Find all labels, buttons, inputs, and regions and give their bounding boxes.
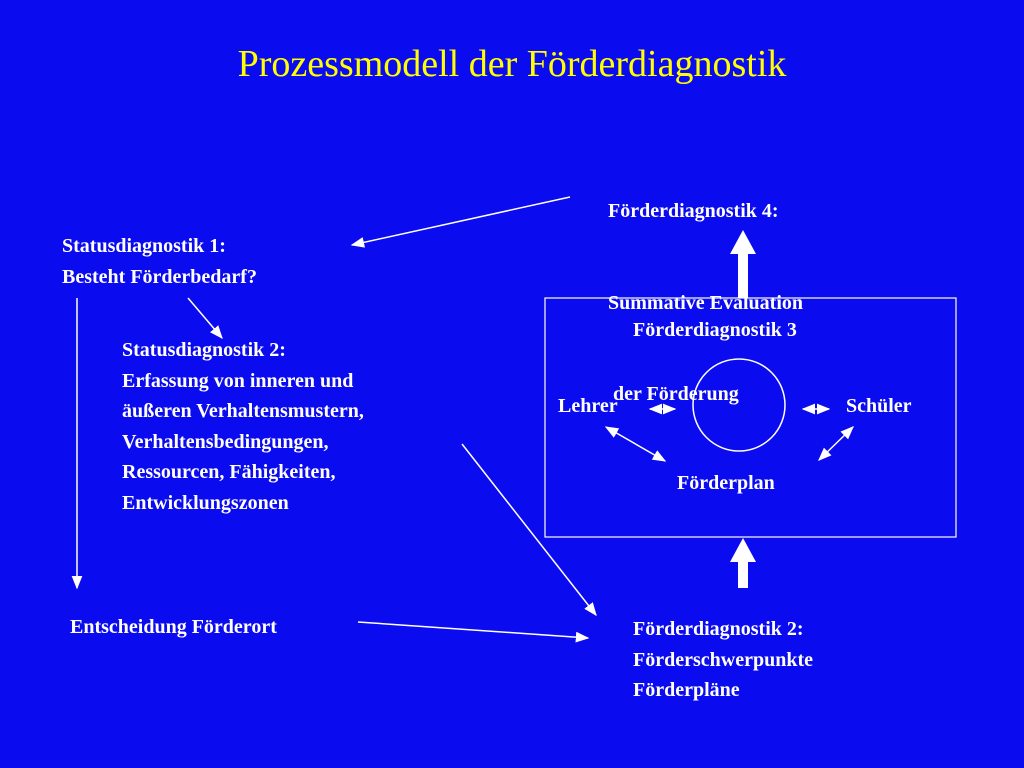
- status2-node: Statusdiagnostik 2: Erfassung von innere…: [122, 335, 364, 518]
- thick-arrow-box-to-fd4: [730, 230, 756, 298]
- status2-line-5: Ressourcen, Fähigkeiten,: [122, 461, 336, 483]
- arrow-status2-to-fd2: [461, 443, 597, 617]
- fd4-line-2: Summative Evaluation: [608, 291, 804, 314]
- status2-line-3: äußeren Verhaltensmustern,: [122, 400, 364, 422]
- slide-title: Prozessmodell der Förderdiagnostik: [237, 43, 787, 85]
- arrow-decision-to-fd2: [357, 621, 590, 643]
- fd2-line-2: Förderschwerpunkte: [633, 648, 813, 671]
- status2-line-1: Statusdiagnostik 2:: [122, 339, 286, 361]
- fd3-student: Schüler: [846, 395, 912, 417]
- fd4-node: Förderdiagnostik 4: Summative Evaluation…: [608, 135, 803, 471]
- arrow-student-plan: [818, 426, 854, 461]
- status2-line-4: Verhaltensbedingungen,: [122, 430, 329, 453]
- decision-node: Entscheidung Förderort: [70, 616, 277, 638]
- fd3-frame: [544, 297, 957, 538]
- fd3-plan: Förderplan: [677, 472, 775, 494]
- fd2-line-3: Förderpläne: [633, 679, 740, 701]
- arrow-status1-to-status2: [187, 297, 223, 340]
- status2-line-2: Erfassung von inneren und: [122, 369, 354, 392]
- status1-line-2: Besteht Förderbedarf?: [62, 265, 257, 288]
- fd3-title: Förderdiagnostik 3: [633, 319, 797, 341]
- arrow-fd4-to-status1: [350, 196, 571, 248]
- fd3-circle: [692, 358, 786, 452]
- arrow-teacher-plan: [604, 426, 667, 462]
- status2-line-6: Entwicklungszonen: [122, 491, 289, 514]
- fd2-node: Förderdiagnostik 2: Förderschwerpunkte F…: [633, 614, 813, 706]
- thick-arrow-fd2-to-box: [730, 538, 756, 588]
- fd2-line-1: Förderdiagnostik 2:: [633, 618, 804, 640]
- fd4-line-1: Förderdiagnostik 4:: [608, 200, 779, 222]
- status1-node: Statusdiagnostik 1: Besteht Förderbedarf…: [62, 231, 257, 292]
- fd3-teacher: Lehrer: [558, 395, 618, 417]
- fd4-line-3: der Förderung: [608, 383, 739, 405]
- status1-line-1: Statusdiagnostik 1:: [62, 235, 226, 257]
